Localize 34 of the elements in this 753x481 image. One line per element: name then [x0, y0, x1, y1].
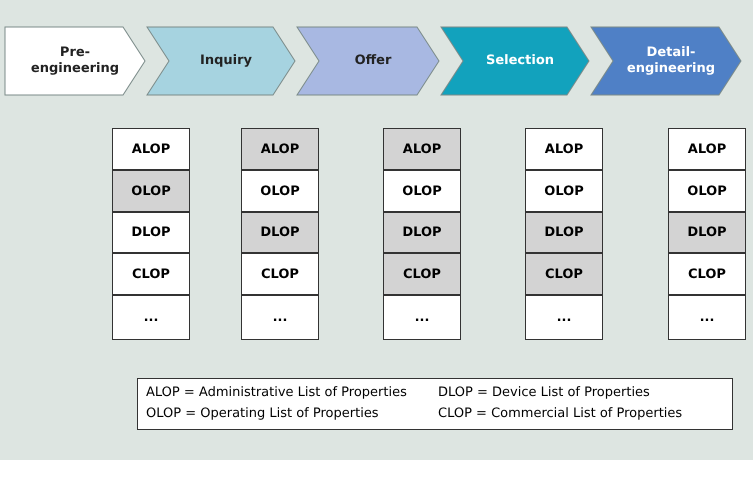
abbreviation-definition: CLOP = Commercial List of Properties [438, 406, 682, 421]
property-list-cell: ALOP [668, 128, 746, 170]
property-list-cell: ... [241, 295, 319, 340]
stage-label: Pre- engineering [30, 45, 120, 77]
property-list-cell: CLOP [112, 253, 190, 295]
stage-label: Detail- engineering [626, 45, 716, 77]
property-list-cell: DLOP [112, 212, 190, 253]
stage-label: Offer [354, 53, 392, 69]
property-list-cell: OLOP [525, 170, 603, 212]
property-list-cell: ... [525, 295, 603, 340]
property-list-cell: ... [383, 295, 461, 340]
property-list-cell: OLOP [668, 170, 746, 212]
property-list-cell: DLOP [525, 212, 603, 253]
property-list-cell: CLOP [241, 253, 319, 295]
abbreviation-definition: ALOP = Administrative List of Properties [146, 385, 407, 400]
property-list-cell: DLOP [668, 212, 746, 253]
property-list-cell: OLOP [112, 170, 190, 212]
property-list-cell: CLOP [383, 253, 461, 295]
abbreviation-definition: DLOP = Device List of Properties [438, 385, 650, 400]
property-list-cell: ... [668, 295, 746, 340]
stage-label: Selection [486, 53, 554, 69]
property-list-cell: OLOP [383, 170, 461, 212]
property-list-cell: ALOP [525, 128, 603, 170]
property-list-cell: ALOP [112, 128, 190, 170]
property-list-cell: ALOP [241, 128, 319, 170]
property-list-cell: DLOP [241, 212, 319, 253]
property-list-cell: OLOP [241, 170, 319, 212]
property-list-cell: ... [112, 295, 190, 340]
property-list-cell: DLOP [383, 212, 461, 253]
stage-label: Inquiry [200, 53, 252, 69]
abbreviation-definition: OLOP = Operating List of Properties [146, 406, 379, 421]
property-list-cell: CLOP [668, 253, 746, 295]
property-list-cell: CLOP [525, 253, 603, 295]
property-list-cell: ALOP [383, 128, 461, 170]
